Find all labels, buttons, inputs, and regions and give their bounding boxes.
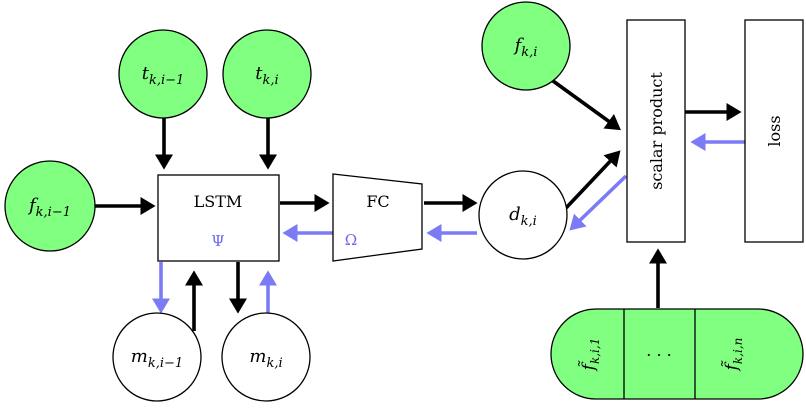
svg-text:LSTM: LSTM <box>194 192 243 211</box>
fc-block: FC Ω <box>332 173 423 262</box>
negatives-pill: f̃k,i,1 . . . f̃k,i,n <box>550 308 804 400</box>
fc-param-label: Ω <box>345 231 357 249</box>
arrow-d-to-scalar <box>564 150 621 210</box>
lstm-param-label: Ψ <box>211 232 224 250</box>
scalar-product-block: scalar product <box>626 19 686 243</box>
loss-block: loss <box>744 19 804 243</box>
svg-text:dk,i: dk,i <box>509 204 537 229</box>
lstm-block: LSTM Ψ <box>157 174 280 262</box>
negative-ellipsis: . . . <box>646 341 671 360</box>
node-m-prev: mk,i−1 <box>112 312 202 402</box>
svg-text:tk,i: tk,i <box>255 63 278 88</box>
node-m-cur: mk,i <box>221 312 311 402</box>
node-t-prev: tk,i−1 <box>118 29 208 119</box>
grad-scalar-to-d <box>569 174 628 231</box>
svg-text:tk,i−1: tk,i−1 <box>142 63 185 88</box>
svg-text:fk,i: fk,i <box>513 35 538 60</box>
node-f-cur: fk,i <box>481 1 571 91</box>
arrow-f-cur-to-scalar <box>540 71 621 131</box>
node-f-prev: fk,i−1 <box>4 160 96 252</box>
svg-text:scalar product: scalar product <box>647 72 666 190</box>
node-t-cur: tk,i <box>222 29 312 119</box>
svg-text:loss: loss <box>765 115 784 146</box>
svg-text:mk,i: mk,i <box>249 346 282 371</box>
svg-text:FC: FC <box>366 192 389 211</box>
node-d: dk,i <box>478 170 568 260</box>
svg-text:mk,i−1: mk,i−1 <box>131 346 183 371</box>
